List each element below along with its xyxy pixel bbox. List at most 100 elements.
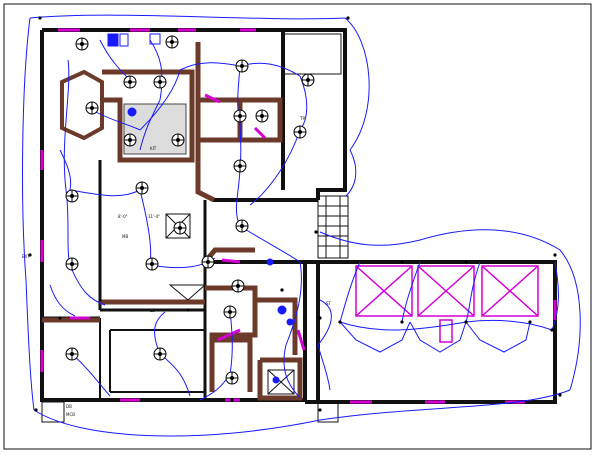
wire (63, 59, 71, 266)
edge-note: EXT (22, 254, 30, 259)
door-swing (217, 328, 241, 342)
switch-point-icon (464, 260, 468, 264)
wire-loop-north (29, 14, 370, 151)
light-fixtures (28, 16, 562, 412)
switch-point-icon (186, 308, 190, 312)
switch-point-icon (280, 288, 284, 292)
brick-bath-3 (212, 337, 253, 392)
panel-small (439, 319, 453, 343)
switch-point-icon (464, 320, 468, 324)
switch-point-icon (550, 328, 554, 332)
switch-point-icon (314, 230, 318, 234)
switch-point-icon (58, 316, 62, 320)
room-note: MB (122, 234, 128, 239)
wall-west-south (40, 30, 305, 402)
switch-point-icon (28, 253, 32, 257)
equipment-dot (272, 376, 280, 384)
wire (235, 165, 241, 227)
wire (59, 149, 72, 191)
openings (40, 28, 557, 404)
wire-loop-south (33, 389, 571, 437)
ceiling-light-icon (233, 109, 247, 123)
wire (285, 261, 302, 346)
room-note: KIT (150, 146, 157, 151)
ceiling-light-icon (301, 73, 315, 87)
wire (465, 319, 553, 331)
wire (69, 264, 106, 306)
ceiling-light-icon (235, 59, 249, 73)
switch-point-icon (400, 260, 404, 264)
ceiling-light-icon (65, 189, 79, 203)
ceiling-light-icon (153, 347, 167, 361)
wire (139, 69, 181, 131)
meter-box (317, 401, 339, 423)
kitchen-counter (102, 69, 195, 163)
ceiling-light-icon (65, 347, 79, 361)
annex-fixture-arcs (339, 321, 531, 353)
bay-window (60, 69, 104, 141)
switch-point-icon (558, 393, 562, 397)
wire (401, 261, 421, 323)
drawing-border (3, 3, 592, 450)
ceiling-light-icon (171, 133, 185, 147)
fan-unit (119, 33, 129, 47)
shower-tray (267, 369, 295, 395)
ceiling-light-icon (85, 101, 99, 115)
switch-point-icon (318, 316, 322, 320)
switch-point-icon (318, 408, 322, 412)
ceiling-light-icon (293, 125, 307, 139)
brick-walls (42, 42, 303, 401)
dimension-label: 11'-4" (148, 214, 160, 219)
ceiling-light-icon (65, 257, 79, 271)
wire (179, 62, 241, 71)
brick-bath-4 (255, 297, 298, 355)
door-swing (296, 329, 306, 351)
room-note: ST (326, 301, 332, 306)
annex-panels (355, 265, 539, 343)
room-note: TR (299, 116, 305, 121)
wire (239, 225, 301, 263)
arc (339, 321, 411, 353)
switch-point-icon (98, 298, 102, 302)
tr-room-trim (282, 33, 342, 75)
wire (69, 189, 141, 197)
panel-cross (481, 265, 539, 317)
wire (139, 99, 161, 151)
wire (317, 344, 331, 391)
wire (345, 149, 357, 197)
equipment-dot (266, 258, 274, 266)
ceiling-light-icon (233, 159, 247, 173)
wire (339, 321, 467, 331)
panel-3 (481, 265, 539, 317)
fan-unit (107, 33, 119, 47)
equipment-dot (277, 305, 287, 315)
wire-loop-west (22, 17, 35, 411)
db-box (41, 401, 65, 423)
wire (139, 189, 152, 266)
panel-1 (355, 265, 413, 317)
annotations: 8'-0" 11'-4" MB LB KIT TR ST DB MCB EXT (22, 116, 332, 417)
shower-cross (267, 369, 295, 395)
ceiling-light-icon (145, 257, 159, 271)
wire (71, 353, 111, 397)
wire (339, 261, 361, 323)
wire-loop-east (319, 229, 581, 391)
wire (159, 353, 191, 397)
panel-cross (417, 265, 475, 317)
fan-unit (149, 33, 161, 45)
ceiling-light-icon (255, 109, 269, 123)
room-note: LB (150, 308, 155, 313)
equipment-dot (286, 318, 294, 326)
equipment-dot (127, 107, 137, 117)
wire (49, 284, 76, 317)
wire (551, 261, 559, 331)
switch-point-icon (553, 253, 557, 257)
switch-point-icon (400, 320, 404, 324)
ceiling-light-icon (123, 75, 137, 89)
wall-annex (305, 260, 557, 404)
ceiling-light-icon (235, 219, 249, 233)
panel-cross (355, 265, 413, 317)
ceiling-light-icon (173, 221, 187, 235)
